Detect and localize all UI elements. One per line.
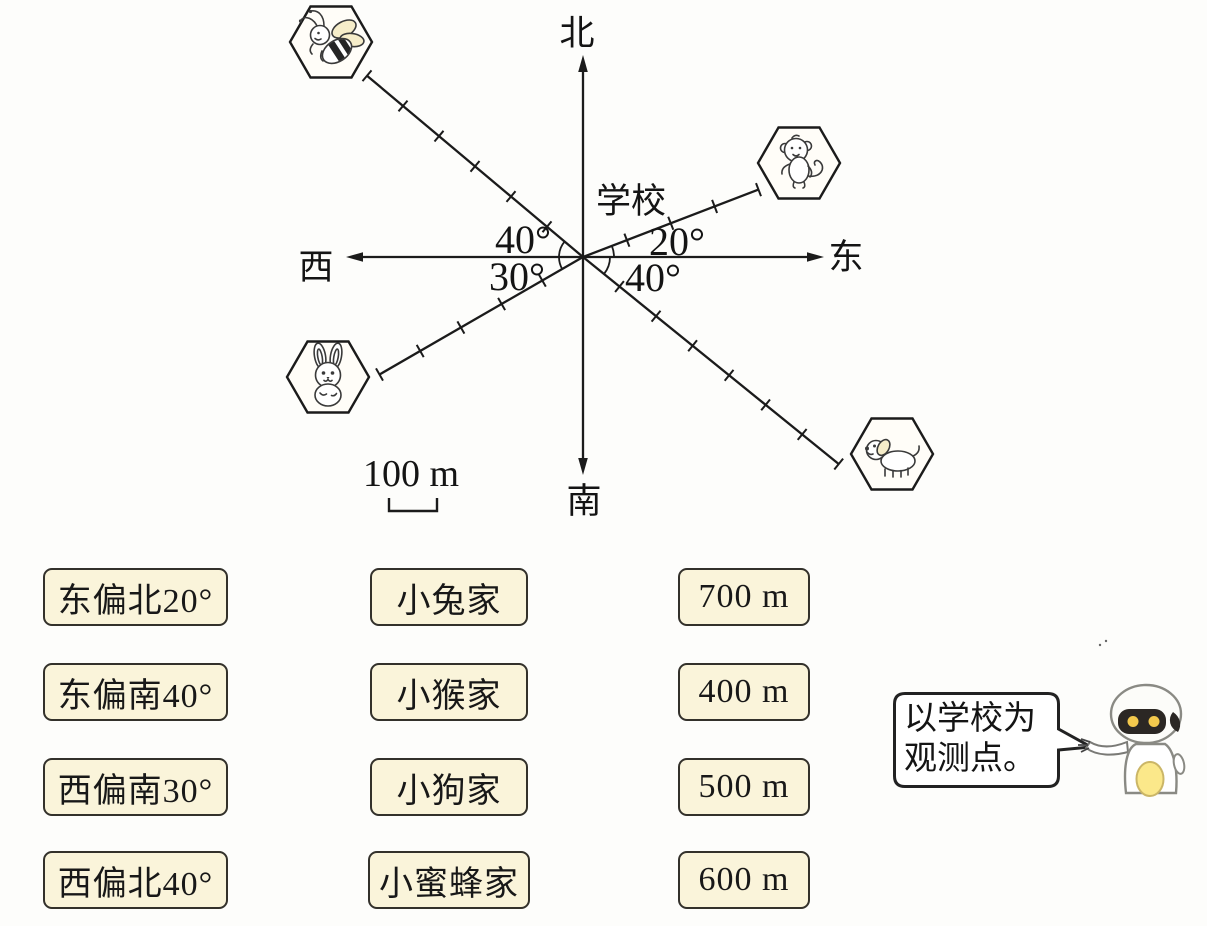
bee-tick-1 (541, 220, 553, 233)
angle-arc (611, 245, 615, 258)
robot-eye-left (1127, 716, 1139, 727)
distance-option-3[interactable]: 500 m (678, 758, 810, 816)
rabbit-tick-4 (415, 344, 425, 358)
home-option-2[interactable]: 小猴家 (370, 663, 528, 721)
angle-east-south: 40° (625, 255, 681, 300)
bee-tick-6 (361, 69, 373, 82)
rabbit-ray (378, 256, 584, 376)
rabbit-tick-2 (497, 297, 506, 311)
scale-label: 100 m (363, 453, 459, 495)
bee-tick-2 (505, 190, 517, 203)
dog-tick-2 (650, 310, 662, 323)
monkey-tick-3 (711, 199, 719, 214)
bubble-line-2: 观测点。 (904, 741, 1036, 777)
angle-arcs (558, 241, 615, 275)
bubble-line-1: 以学校为 (904, 700, 1036, 737)
distance-option-4[interactable]: 600 m (678, 851, 810, 909)
home-option-1[interactable]: 小兔家 (370, 568, 528, 626)
dog-tick-5 (760, 398, 771, 411)
robot-arm (1078, 738, 1130, 756)
bee-tick-3 (469, 160, 481, 173)
monkey-icon (779, 134, 824, 189)
dog-tick-4 (723, 369, 735, 382)
rabbit-tick-3 (456, 320, 466, 335)
dog-ray (582, 256, 840, 465)
angle-west-north: 40° (495, 217, 551, 262)
scale-bracket (387, 498, 439, 513)
angle-west-south: 30° (489, 254, 545, 299)
angle-arc (558, 256, 564, 270)
direction-option-2[interactable]: 东偏南40° (43, 663, 228, 721)
school-label: 学校 (596, 182, 666, 221)
direction-option-1[interactable]: 东偏北20° (43, 568, 228, 626)
east-label: 东 (828, 238, 863, 277)
angle-east-north: 20° (649, 219, 705, 264)
rabbit-icon (313, 342, 343, 407)
robot-eye-right (1148, 716, 1160, 727)
robot-belly (1135, 761, 1165, 797)
bee-tick-5 (397, 99, 409, 112)
monkey-tick-4 (755, 182, 762, 197)
robot-ear (1169, 712, 1181, 732)
dog-tick-6 (796, 428, 808, 441)
bee-tick-4 (433, 130, 445, 143)
dog-tick-3 (687, 339, 698, 352)
robot-mascot (1078, 639, 1186, 797)
speech-bubble (893, 692, 1096, 788)
speck (1098, 643, 1102, 647)
direction-option-4[interactable]: 西偏北40° (43, 851, 228, 909)
robot-right-arm (1172, 753, 1186, 775)
distance-option-1[interactable]: 700 m (678, 568, 810, 626)
rabbit-tick-1 (537, 273, 547, 288)
dog-tick-1 (614, 280, 625, 293)
bearing-rays (361, 69, 844, 471)
robot-visor (1118, 709, 1166, 734)
dog-tick-7 (833, 457, 844, 471)
dog-icon (865, 438, 920, 478)
home-option-3[interactable]: 小狗家 (370, 758, 528, 816)
bee-icon (298, 9, 365, 65)
speck (1104, 639, 1108, 643)
axis-arrowheads (346, 55, 824, 475)
monkey-tick-2 (667, 216, 675, 231)
monkey-tick-1 (623, 233, 631, 248)
distance-option-2[interactable]: 400 m (678, 663, 810, 721)
home-option-4[interactable]: 小蜜蜂家 (368, 851, 530, 909)
south-label: 南 (566, 482, 601, 521)
west-label: 西 (298, 248, 333, 287)
angle-arc (603, 256, 611, 275)
angle-arc (558, 241, 566, 258)
north-label: 北 (559, 14, 594, 53)
rabbit-tick-5 (375, 367, 384, 382)
direction-option-3[interactable]: 西偏南30° (43, 758, 228, 816)
